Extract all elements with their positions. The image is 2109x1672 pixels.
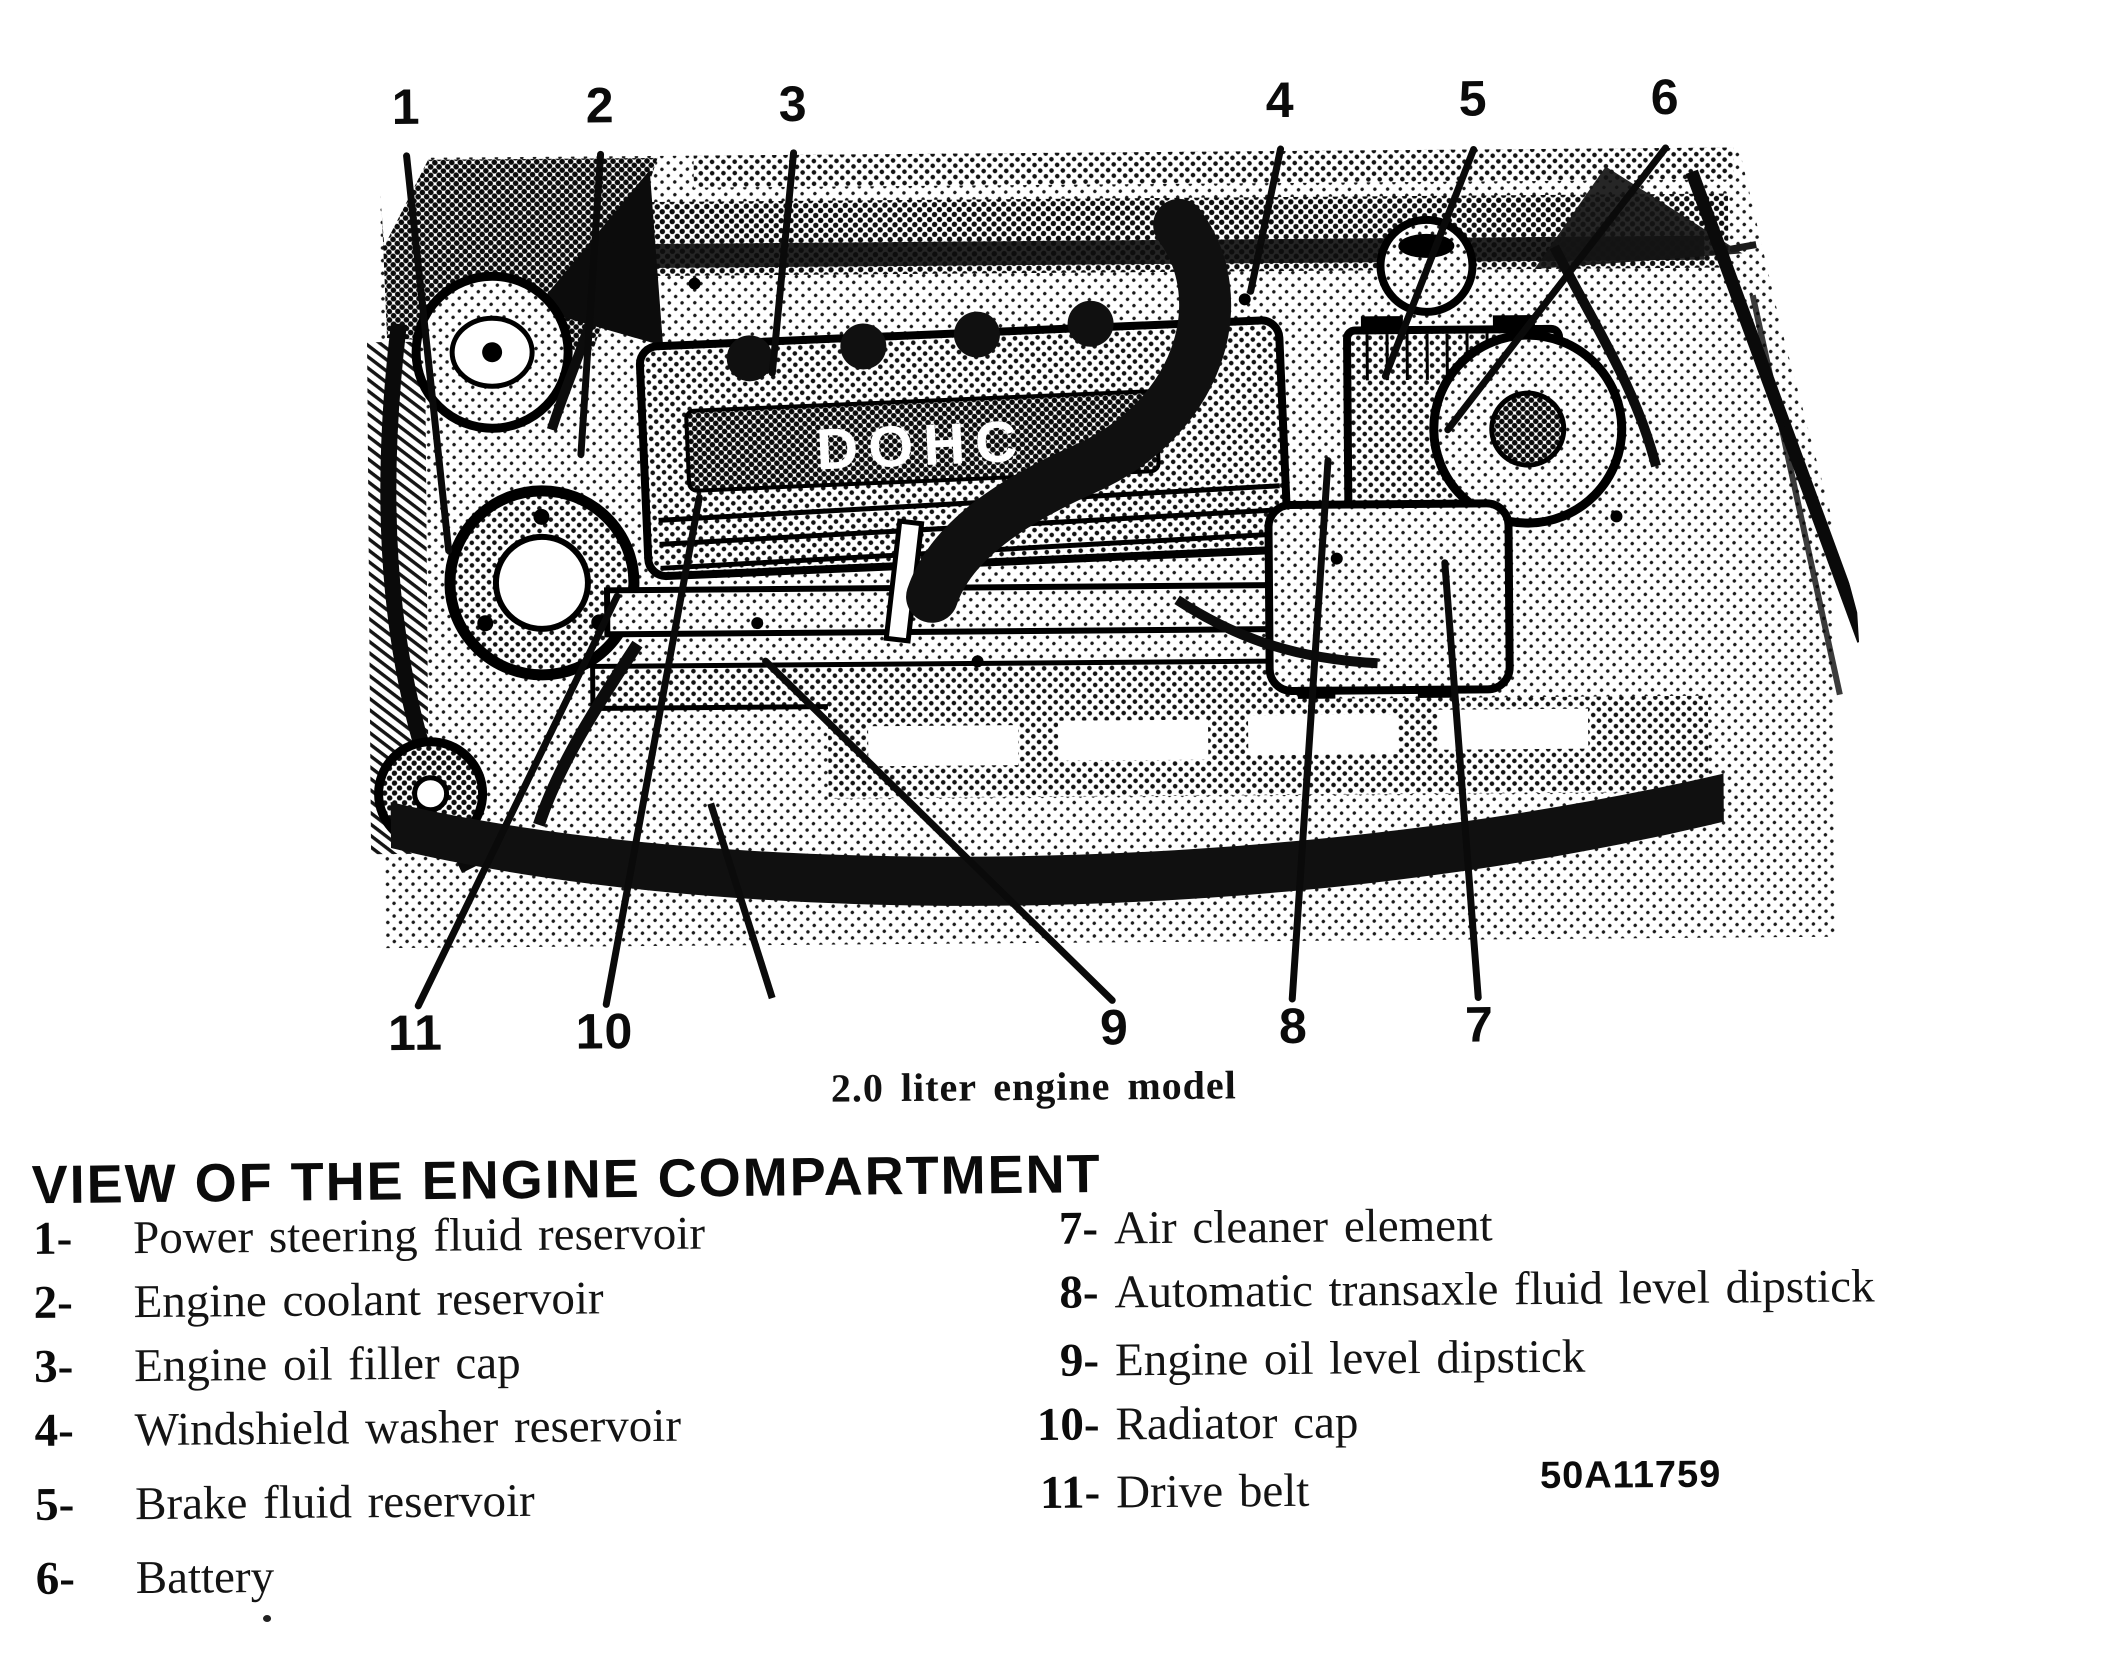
leader-line-2 — [577, 150, 605, 459]
callout-number-8: 8 — [1278, 997, 1309, 1055]
callout-number-6: 6 — [1650, 68, 1680, 126]
legend-item-number: 8- — [1059, 1266, 1099, 1319]
callout-number-9: 9 — [1099, 999, 1130, 1056]
legend-item-number: 9- — [1059, 1334, 1100, 1387]
leader-line-9 — [762, 657, 1116, 1004]
callout-number-11: 11 — [387, 1004, 444, 1062]
halftone-artwork: DOHC — [367, 120, 2109, 1000]
legend-row-5: 5- Brake fluid reservoir — [32, 1474, 535, 1531]
callout-number-5: 5 — [1458, 70, 1488, 127]
figure-code: 50A11759 — [1539, 1453, 1722, 1498]
legend-row-3: 3- Engine oil filler cap — [31, 1337, 521, 1393]
legend-item-label: Engine oil filler cap — [133, 1337, 521, 1393]
legend-item-label: Engine coolant reservoir — [133, 1272, 604, 1329]
leader-line-5 — [1381, 146, 1478, 380]
callout-number-7: 7 — [1464, 996, 1495, 1053]
legend-item-label: Air cleaner element — [1113, 1199, 1493, 1255]
legend-item-number: 10- — [1036, 1398, 1100, 1451]
valve-cover-text: DOHC — [815, 409, 1028, 483]
legend-row-8: 8- Automatic transaxle fluid level dipst… — [1002, 1260, 1875, 1319]
leader-line-6 — [1444, 144, 1670, 434]
legend-row-4: 4- Windshield washer reservoir — [31, 1399, 682, 1457]
legend-item-label: Windshield washer reservoir — [134, 1399, 682, 1457]
legend-row-2: 2- Engine coolant reservoir — [30, 1272, 604, 1329]
legend-item-number: 11- — [1039, 1466, 1101, 1519]
leader-line-3 — [768, 149, 798, 377]
leader-line-1 — [403, 152, 453, 555]
legend-item-number: 6- — [35, 1552, 76, 1605]
legend-item-label: Radiator cap — [1115, 1396, 1359, 1451]
leader-line-7 — [1441, 559, 1482, 1002]
section-heading: VIEW OF THE ENGINE COMPARTMENT — [31, 1144, 1102, 1216]
callout-number-1: 1 — [391, 78, 421, 136]
legend-item-number: 1- — [32, 1212, 73, 1265]
leader-line-10 — [602, 494, 703, 1008]
legend-item-label: Engine oil level dipstick — [1114, 1330, 1586, 1387]
legend-row-6: 6- Battery — [33, 1550, 275, 1605]
legend-item-number: 7- — [1058, 1202, 1099, 1255]
callout-number-10: 10 — [575, 1003, 634, 1060]
callout-leader-lines — [403, 144, 1670, 1010]
legend-item-label: Battery — [135, 1550, 275, 1605]
legend-item-number: 4- — [34, 1404, 74, 1457]
figure-caption: 2.0 liter engine model — [830, 1062, 1237, 1111]
scan-artifact-dot — [263, 1615, 272, 1623]
legend-item-label: Automatic transaxle fluid level dipstick — [1114, 1260, 1875, 1319]
legend-item-number: 3- — [33, 1340, 74, 1393]
legend-item-label: Drive belt — [1115, 1464, 1310, 1519]
leader-line-4 — [1247, 145, 1285, 295]
legend-row-1: 1- Power steering fluid reservoir — [30, 1207, 706, 1265]
legend-row-11: 11- Drive belt — [1004, 1464, 1310, 1519]
leader-line-8 — [1288, 457, 1332, 1003]
legend-item-number: 5- — [34, 1478, 75, 1531]
callout-number-4: 4 — [1265, 71, 1295, 129]
legend-row-10: 10- Radiator cap — [1003, 1396, 1359, 1451]
scan-artifact-dash — [1730, 241, 1757, 253]
callout-number-3: 3 — [778, 75, 808, 132]
legend-item-label: Power steering fluid reservoir — [132, 1207, 706, 1265]
legend-row-7: 7- Air cleaner element — [1002, 1199, 1493, 1255]
legend-item-number: 2- — [33, 1276, 73, 1329]
legend-item-label: Brake fluid reservoir — [134, 1474, 535, 1531]
legend-row-9: 9- Engine oil level dipstick — [1003, 1330, 1586, 1387]
callout-number-2: 2 — [585, 77, 615, 134]
leader-line-11 — [414, 592, 621, 1010]
